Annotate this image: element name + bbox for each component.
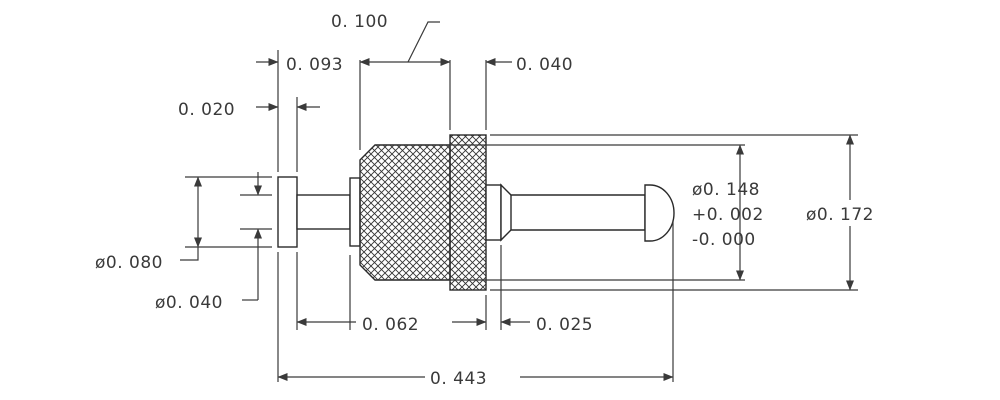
dim-flange-diameter: ø0. 172 <box>806 205 874 225</box>
dim-shank-diameter: ø0. 040 <box>155 293 223 313</box>
dimension-labels: 0. 100 0. 093 0. 040 0. 020 ø0. 080 ø0. … <box>95 12 895 389</box>
dim-neck-length: 0. 025 <box>536 315 593 335</box>
dim-head-diameter: ø0. 080 <box>95 253 163 273</box>
knurled-body <box>359 144 451 281</box>
dim-body-tol-plus: +0. 002 <box>692 205 764 225</box>
dim-body-length: 0. 100 <box>331 12 388 32</box>
dim-overall-length: 0. 443 <box>430 369 487 389</box>
dim-head-offset: 0. 093 <box>286 55 343 75</box>
pin-shoulder <box>349 177 361 247</box>
pin-head <box>277 176 298 248</box>
flange <box>449 134 487 291</box>
dim-flange-thickness: 0. 040 <box>516 55 573 75</box>
dim-knurl-length: 0. 062 <box>362 315 419 335</box>
pin-shank <box>296 194 351 230</box>
pin-neck <box>485 184 502 241</box>
pin-part <box>277 134 675 291</box>
dim-head-thickness: 0. 020 <box>178 100 235 120</box>
dim-body-tol-minus: -0. 000 <box>692 230 756 250</box>
dim-body-diameter: ø0. 148 <box>692 180 760 200</box>
rounded-tip <box>644 184 675 242</box>
tip-shaft <box>500 183 646 242</box>
